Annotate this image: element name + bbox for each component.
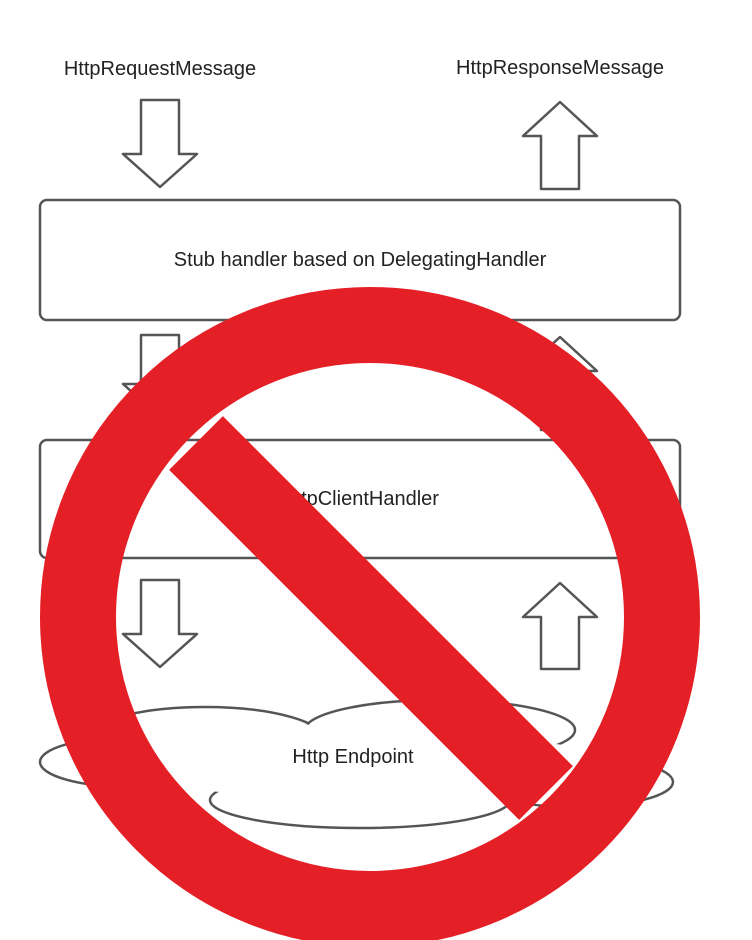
down-arrow-icon [121,578,199,669]
stub-handler-label: Stub handler based on DelegatingHandler [174,249,547,271]
down-arrow-icon [121,98,199,189]
up-arrow-icon [521,581,599,671]
up-arrow-icon [521,100,599,191]
response-label: HttpResponseMessage [456,57,664,79]
request-label: HttpRequestMessage [64,58,256,80]
endpoint-label: Http Endpoint [292,746,414,768]
client-handler-label: HttpClientHandler [281,488,439,510]
prohibition-sign-icon [40,287,700,940]
